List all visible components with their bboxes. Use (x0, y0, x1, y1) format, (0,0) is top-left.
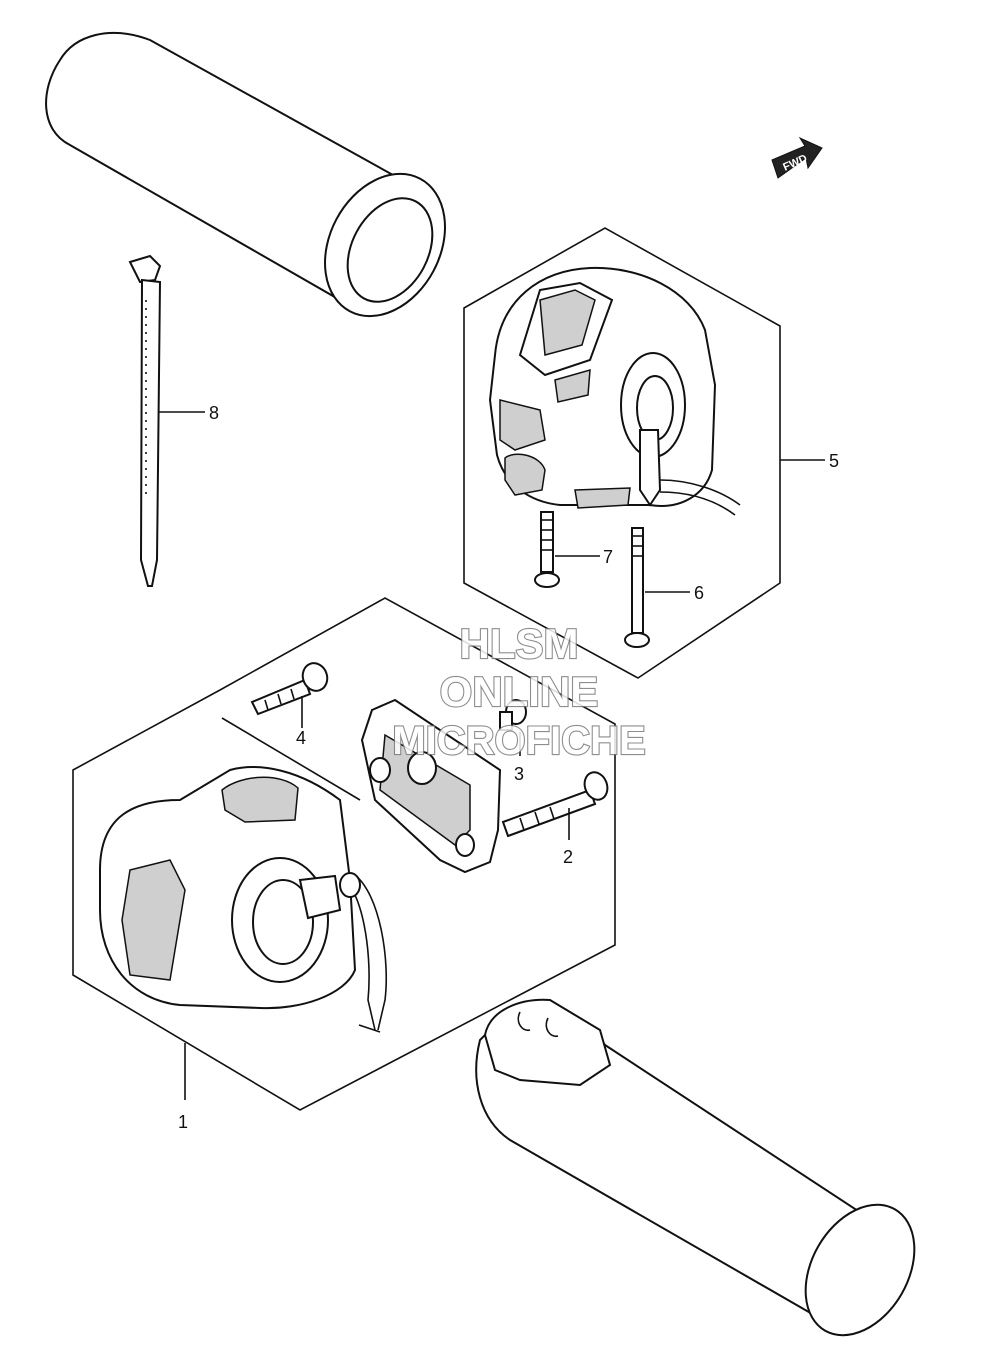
callout-7: 7 (603, 547, 613, 567)
callout-4: 4 (296, 728, 306, 748)
fwd-arrow-icon: FWD (771, 136, 823, 179)
left-handlebar-switch[interactable] (99, 766, 388, 1033)
throttle-grip[interactable] (475, 998, 936, 1349)
left-switch-frame (72, 597, 616, 1111)
screw-6[interactable] (624, 527, 650, 648)
screw-4[interactable] (250, 660, 331, 716)
screw-3[interactable] (499, 699, 527, 731)
callout-8: 8 (209, 403, 219, 423)
watermark: HLSM ONLINE MICROFICHE (391, 619, 647, 764)
right-handlebar-switch[interactable] (488, 266, 741, 516)
callout-3: 3 (514, 764, 524, 784)
cable-tie[interactable] (128, 254, 162, 587)
callout-6: 6 (694, 583, 704, 603)
callout-5: 5 (829, 451, 839, 471)
left-grip[interactable] (45, 32, 469, 337)
watermark-line-3: MICROFICHE (392, 719, 645, 763)
frame-divider-line (221, 717, 361, 801)
switch-bracket[interactable] (360, 698, 502, 874)
callout-1: 1 (178, 1112, 188, 1132)
screw-2[interactable] (501, 769, 611, 838)
callout-2: 2 (563, 847, 573, 867)
watermark-line-1: HLSM (460, 620, 579, 667)
screw-7[interactable] (534, 511, 560, 588)
right-switch-frame (463, 227, 781, 679)
watermark-line-2: ONLINE (440, 668, 599, 715)
